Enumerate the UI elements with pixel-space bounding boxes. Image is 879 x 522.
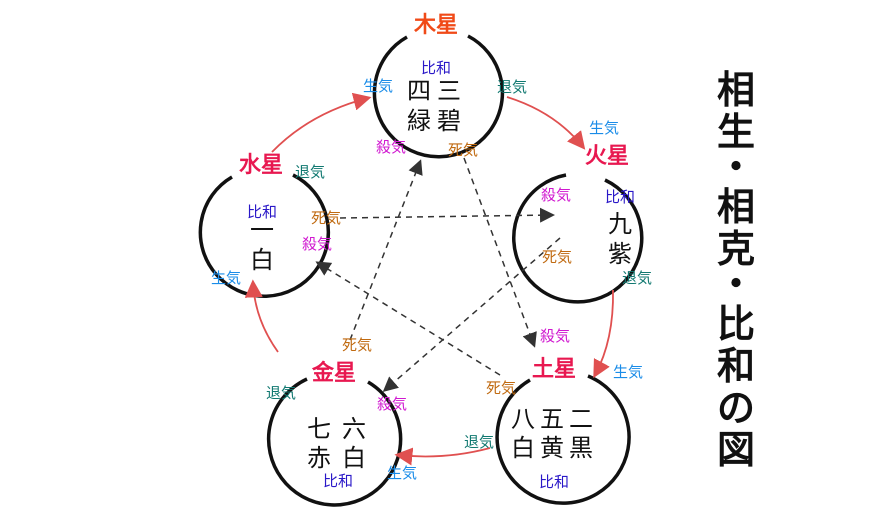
fire-inner: 九 紫 bbox=[608, 210, 632, 268]
generating-arrows bbox=[244, 92, 614, 466]
earth-star-name: 土星 bbox=[532, 357, 576, 382]
earth-inner: 八 白 五 黄 二 黒 bbox=[511, 405, 593, 462]
title-char: の bbox=[717, 386, 755, 430]
arrow-wood-to-earth bbox=[463, 157, 537, 348]
arrow-metal-to-water bbox=[244, 279, 279, 353]
metal-shi-label: 死気 bbox=[342, 336, 372, 354]
water-sei-label: 生気 bbox=[211, 269, 241, 287]
wood-col-left-1: 四 bbox=[407, 77, 431, 105]
water-shi-label: 死気 bbox=[311, 209, 341, 227]
arrow-earth-to-water bbox=[315, 261, 501, 376]
water-star-name: 水星 bbox=[239, 153, 283, 178]
fire-line-1: 九 bbox=[608, 210, 632, 238]
water-tai-label: 退気 bbox=[295, 163, 325, 181]
earth-tai-label: 退気 bbox=[464, 433, 494, 451]
earth-col-3-top: 二 bbox=[569, 405, 593, 433]
earth-shi-label: 死気 bbox=[486, 379, 516, 397]
wood-inner: 三 碧 四 緑 bbox=[407, 77, 461, 135]
title-char: 生 bbox=[717, 110, 755, 154]
fire-line-2: 紫 bbox=[608, 240, 632, 268]
fire-circle bbox=[512, 173, 644, 304]
title-char: 比 bbox=[717, 302, 755, 346]
water-satsu-label: 殺気 bbox=[302, 235, 332, 253]
wood-circle bbox=[372, 34, 505, 159]
vertical-title: 相 生 ・ 相 克 ・ 比 和 の 図 bbox=[717, 68, 755, 472]
fire-star-name: 火星 bbox=[585, 144, 629, 169]
metal-satsu-label: 殺気 bbox=[377, 395, 407, 413]
arrow-wood-to-fire bbox=[506, 96, 586, 150]
earth-circle bbox=[495, 374, 631, 505]
metal-tai-label: 退気 bbox=[266, 384, 296, 402]
wood-shi-label: 死気 bbox=[448, 141, 478, 159]
arrow-earth-to-metal bbox=[394, 447, 491, 466]
water-line-2: 白 bbox=[250, 246, 274, 274]
earth-hiwa-label: 比和 bbox=[539, 473, 569, 491]
arrow-fire-to-metal bbox=[382, 237, 561, 392]
metal-col-left-2: 赤 bbox=[307, 444, 331, 472]
metal-sei-label: 生気 bbox=[387, 464, 417, 482]
fire-sei-label: 生気 bbox=[589, 119, 619, 137]
metal-col-right-2: 白 bbox=[342, 444, 366, 472]
water-hiwa-label: 比和 bbox=[247, 203, 277, 221]
fire-satsu-label: 殺気 bbox=[541, 186, 571, 204]
wood-star-name: 木星 bbox=[413, 13, 458, 38]
metal-star-name: 金星 bbox=[311, 360, 356, 386]
controlling-arrows bbox=[315, 157, 561, 392]
star-names: 木星 火星 土星 金星 水星 bbox=[239, 13, 629, 386]
wood-col-right-1: 三 bbox=[437, 77, 461, 105]
metal-col-left-1: 七 bbox=[307, 415, 331, 443]
earth-col-1-top: 八 bbox=[511, 405, 535, 433]
water-inner: 一 白 bbox=[250, 216, 274, 274]
earth-col-2-top: 五 bbox=[540, 405, 564, 433]
arrow-fire-to-earth bbox=[593, 289, 614, 379]
wood-hiwa-label: 比和 bbox=[421, 59, 451, 77]
earth-col-3-bottom: 黒 bbox=[569, 434, 593, 462]
fire-tai-label: 退気 bbox=[622, 269, 652, 287]
water-circle bbox=[198, 173, 331, 298]
earth-col-2-bottom: 黄 bbox=[540, 434, 564, 462]
fire-hiwa-label: 比和 bbox=[605, 188, 635, 206]
water-line-1: 一 bbox=[250, 216, 274, 244]
title-char: 相 bbox=[717, 68, 755, 112]
fire-shi-label: 死気 bbox=[542, 248, 572, 266]
title-char: 図 bbox=[717, 428, 755, 472]
metal-col-right-1: 六 bbox=[342, 415, 366, 443]
title-char: 克 bbox=[717, 227, 755, 271]
earth-col-1-bottom: 白 bbox=[511, 434, 535, 462]
earth-satsu-label: 殺気 bbox=[540, 327, 570, 345]
relation-labels: 比和 生気 退気 殺気 死気 生気 殺気 比和 死気 退気 殺気 生気 死気 退… bbox=[211, 59, 652, 491]
wood-satsu-label: 殺気 bbox=[376, 138, 406, 156]
title-char: ・ bbox=[717, 145, 755, 189]
earth-sei-label: 生気 bbox=[613, 363, 643, 381]
wood-tai-label: 退気 bbox=[497, 78, 527, 96]
title-char: 相 bbox=[717, 185, 755, 229]
metal-hiwa-label: 比和 bbox=[323, 472, 353, 490]
arrow-water-to-wood bbox=[271, 92, 372, 153]
metal-circle bbox=[266, 377, 403, 507]
wood-col-right-2: 碧 bbox=[437, 107, 461, 135]
wood-col-left-2: 緑 bbox=[407, 107, 431, 135]
circles bbox=[198, 34, 644, 507]
wood-sei-label: 生気 bbox=[363, 77, 393, 95]
arrow-water-to-fire bbox=[339, 207, 555, 223]
title-char: ・ bbox=[717, 262, 755, 306]
arrow-metal-to-wood bbox=[349, 159, 423, 341]
metal-inner: 六 白 七 赤 bbox=[307, 415, 366, 472]
title-char: 和 bbox=[717, 344, 755, 388]
